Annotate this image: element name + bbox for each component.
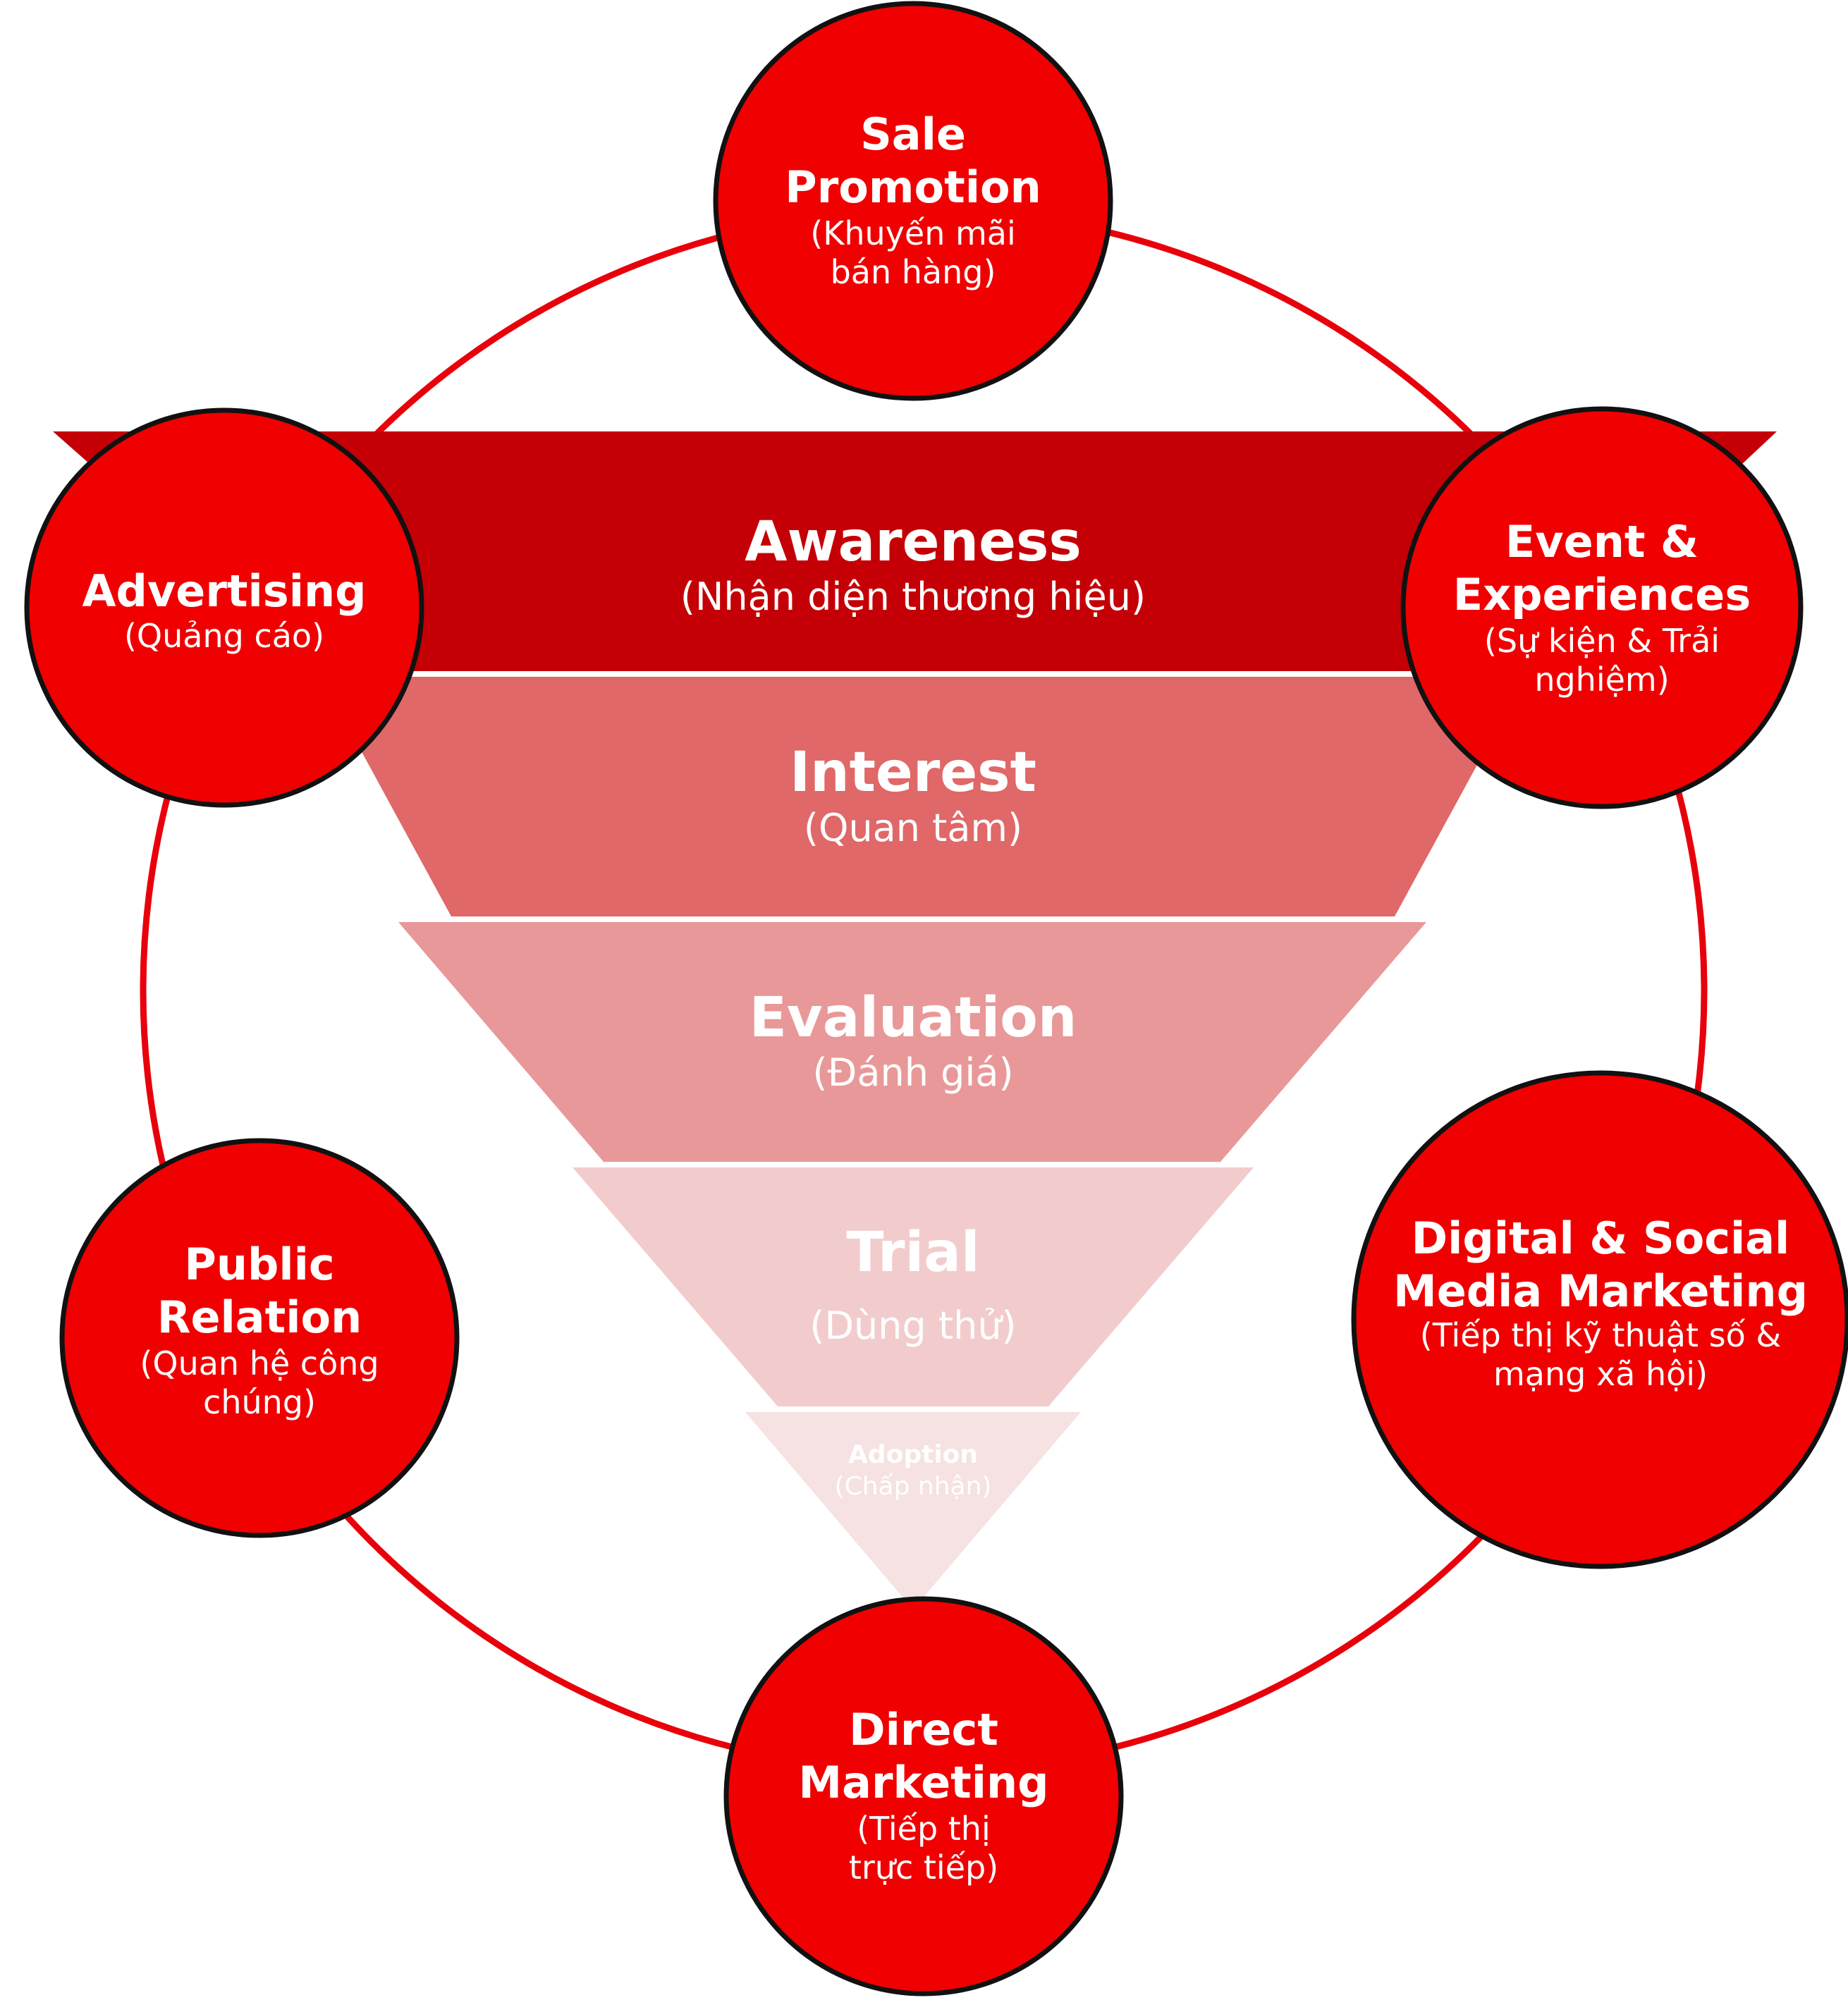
channel-title-line: Relation — [157, 1292, 362, 1343]
channel-title-line: Media Marketing — [1393, 1265, 1808, 1317]
channel-title-line: Event & — [1505, 516, 1699, 568]
channel-subtitle-line: (Tiếp thị kỹ thuật số & — [1420, 1316, 1781, 1354]
stage-subtitle-adoption: (Chấp nhận) — [835, 1472, 992, 1501]
channel-title-line: Advertising — [82, 565, 367, 617]
channel-circle-advertising: Advertising (Quảng cáo) — [24, 407, 424, 808]
stage-subtitle-evaluation: (Đánh giá) — [812, 1050, 1013, 1095]
channel-title-line: Promotion — [785, 161, 1041, 213]
stage-title-trial: Trial — [846, 1221, 979, 1284]
channel-title-line: Direct — [849, 1704, 998, 1755]
channel-title-line: Sale — [860, 109, 966, 160]
channel-circle-shape — [1400, 406, 1804, 809]
stage-title-awareness: Awareness — [745, 510, 1082, 574]
channel-subtitle-line: (Sự kiện & Trải — [1484, 622, 1720, 660]
channel-circle-shape — [1351, 1070, 1848, 1569]
funnel-layer-interest — [321, 677, 1525, 916]
channel-title-line: Public — [184, 1239, 334, 1290]
channel-subtitle-line: trực tiếp) — [849, 1848, 998, 1886]
funnel-layer-evaluation — [398, 922, 1426, 1162]
funnel-layer-trial — [573, 1167, 1254, 1406]
channel-circle-shape — [713, 1, 1113, 401]
channel-circle-shape — [723, 1596, 1124, 1996]
channel-subtitle-line: (Tiếp thị — [857, 1810, 991, 1848]
stage-title-interest: Interest — [790, 741, 1036, 804]
funnel-layer-awareness — [53, 431, 1777, 671]
channel-subtitle-line: chúng) — [203, 1383, 316, 1421]
funnel-layer-adoption — [745, 1412, 1081, 1609]
channel-circle-shape — [59, 1138, 460, 1538]
stage-title-evaluation: Evaluation — [749, 986, 1077, 1050]
channel-circle-event-experiences: Event & Experiences (Sự kiện & Trải nghi… — [1400, 406, 1804, 809]
funnel — [53, 431, 1777, 1609]
funnel-labels: Awareness (Nhận diện thương hiệu) Intere… — [680, 510, 1146, 1501]
stage-title-adoption: Adoption — [848, 1440, 978, 1469]
channel-circle-direct-marketing: Direct Marketing (Tiếp thị trực tiếp) — [723, 1596, 1124, 1996]
stage-subtitle-awareness: (Nhận diện thương hiệu) — [680, 575, 1146, 619]
channel-circle-public-relation: Public Relation (Quan hệ công chúng) — [59, 1138, 460, 1538]
channel-title-line: Experiences — [1453, 569, 1751, 620]
channel-title-line: Marketing — [798, 1757, 1048, 1808]
channel-subtitle-line: nghiệm) — [1534, 661, 1669, 699]
channel-title-line: Digital & Social — [1412, 1213, 1790, 1264]
stage-subtitle-interest: (Quan tâm) — [804, 806, 1022, 850]
channel-circle-sale-promotion: Sale Promotion (Khuyến mãi bán hàng) — [713, 1, 1113, 401]
channel-subtitle-line: bán hàng) — [831, 253, 996, 291]
channel-subtitle-line: (Khuyến mãi — [810, 214, 1016, 252]
channel-subtitle-line: (Quảng cáo) — [124, 617, 324, 655]
channel-circle-shape — [24, 407, 424, 808]
stage-subtitle-trial: (Dùng thử) — [809, 1303, 1016, 1348]
channel-subtitle-line: (Quan hệ công — [140, 1344, 379, 1382]
channel-subtitle-line: mạng xã hội) — [1493, 1355, 1708, 1393]
channel-circle-digital-social-media-marketing: Digital & Social Media Marketing (Tiếp t… — [1351, 1070, 1848, 1569]
